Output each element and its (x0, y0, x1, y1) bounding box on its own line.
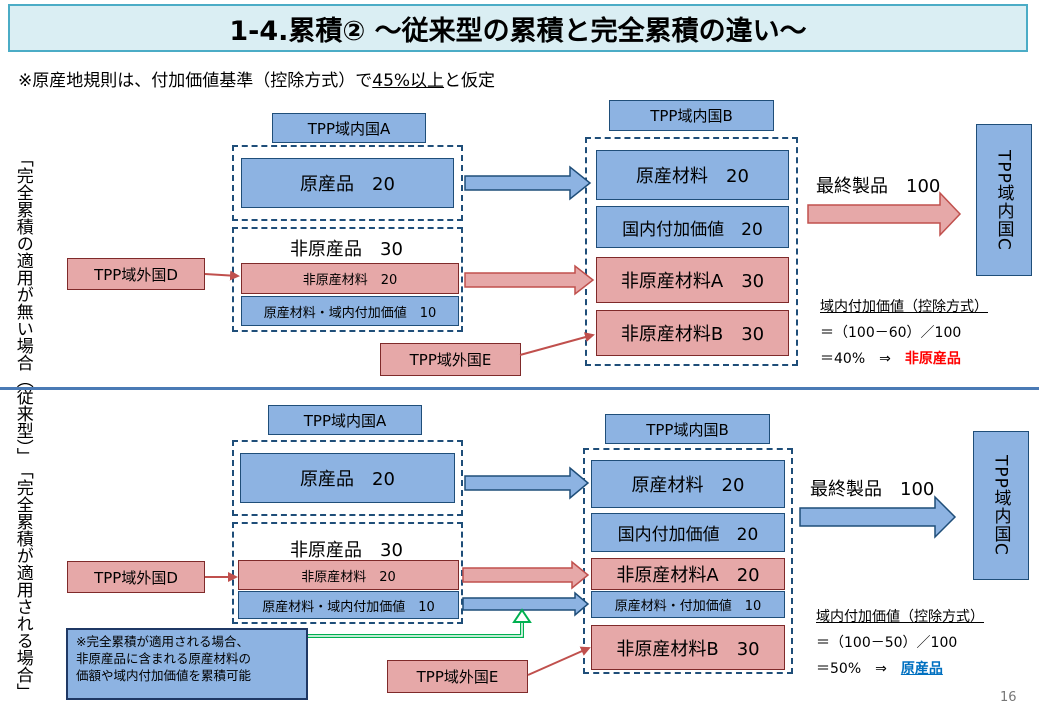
bottom-outside-country-d: TPP域外国D (67, 561, 205, 593)
top-b-non-originating-a: 非原産材料A 30 (596, 257, 789, 303)
top-country-b-label: TPP域内国B (609, 100, 774, 131)
top-outside-country-d: TPP域外国D (67, 258, 205, 290)
top-final-product: 最終製品 100 (816, 176, 941, 197)
bottom-arrow-originating-to-b (464, 466, 590, 500)
top-arrow-e-to-b (519, 332, 595, 356)
callout-line-1: ※完全累積が適用される場合、 (76, 634, 249, 649)
assumption-note: ※原産地規則は、付加価値基準（控除方式）で45%以上と仮定 (18, 71, 496, 91)
top-calc-title: 域内付加価値（控除方式） (820, 299, 988, 315)
top-country-a-label: TPP域内国A (272, 113, 426, 143)
top-calc-line1: ＝（100－60）／100 (820, 325, 962, 341)
bottom-a-non-originating-header: 非原産品 30 (290, 540, 403, 561)
bottom-arrow-non-originating-to-b (462, 560, 590, 590)
top-calc-result: 非原産品 (904, 351, 961, 367)
top-arrow-non-originating-to-b (464, 264, 595, 296)
top-country-b-group (585, 137, 798, 366)
top-b-non-originating-b: 非原産材料B 30 (596, 310, 789, 356)
full-cumulation-callout: ※完全累積が適用される場合、 非原産品に含まれる原産材料の 価額や域内付加価値を… (66, 628, 308, 700)
bottom-arrow-e-to-b (527, 646, 591, 676)
bottom-b-non-originating-b: 非原産材料B 30 (591, 625, 785, 670)
bottom-b-material-va: 原産材料・付加価値 10 (591, 591, 785, 618)
callout-green-arrow (308, 620, 524, 638)
bottom-calc-line1: ＝（100－50）／100 (816, 635, 958, 651)
bottom-final-product: 最終製品 100 (810, 479, 935, 500)
section-separator (0, 387, 1039, 390)
bottom-a-originating-group (232, 440, 463, 516)
top-b-originating-material: 原産材料 20 (596, 150, 789, 200)
bottom-a-originating-box: 原産品 20 (240, 453, 455, 503)
top-calc-line2: ＝40% ⇒ 非原産品 (820, 351, 961, 367)
top-a-non-originating-header: 非原産品 30 (290, 239, 403, 260)
callout-green-arrow-head (512, 608, 532, 623)
bottom-country-c-label: TPP域内国C (973, 431, 1029, 580)
bottom-country-b-group (583, 448, 793, 674)
bottom-b-originating-material: 原産材料 20 (591, 460, 785, 508)
bottom-a-non-originating-material: 非原産材料 20 (238, 560, 459, 590)
top-a-originating-box: 原産品 20 (241, 158, 454, 208)
bottom-arrow-final-product (799, 495, 957, 539)
top-b-domestic-va: 国内付加価値 20 (596, 206, 789, 248)
callout-line-2: 非原産品に含まれる原産材料の (76, 650, 252, 666)
callout-line-3: 価額や域内付加価値を累積可能 (76, 667, 252, 683)
top-outside-country-e: TPP域外国E (380, 343, 521, 376)
page-title: 1-4.累積② ～従来型の累積と完全累積の違い～ (8, 4, 1028, 52)
bottom-calc-line2: ＝50% ⇒ 原産品 (816, 661, 943, 677)
bottom-arrow-material-va-to-b (462, 591, 590, 617)
page-number: 16 (1000, 690, 1017, 705)
bottom-a-originating-material-va: 原産材料・域内付加価値 10 (238, 591, 459, 619)
top-a-non-originating-material: 非原産材料 20 (241, 263, 459, 294)
top-a-originating-material-va: 原産材料・域内付加価値 10 (241, 296, 459, 326)
bottom-country-a-label: TPP域内国A (268, 405, 422, 435)
top-a-originating-group (232, 145, 463, 221)
top-arrow-originating-to-b (464, 165, 592, 201)
bottom-calc-title: 域内付加価値（控除方式） (816, 609, 984, 625)
bottom-b-domestic-va: 国内付加価値 20 (591, 513, 785, 552)
top-arrow-final-product (807, 191, 962, 237)
top-country-c-label: TPP域内国C (976, 124, 1032, 276)
bottom-calc-result: 原産品 (900, 661, 943, 677)
bottom-outside-country-e: TPP域外国E (387, 660, 528, 693)
top-arrow-d-to-a (204, 270, 240, 281)
bottom-b-non-originating-a: 非原産材料A 20 (591, 558, 785, 590)
bottom-country-b-label: TPP域内国B (605, 414, 770, 444)
